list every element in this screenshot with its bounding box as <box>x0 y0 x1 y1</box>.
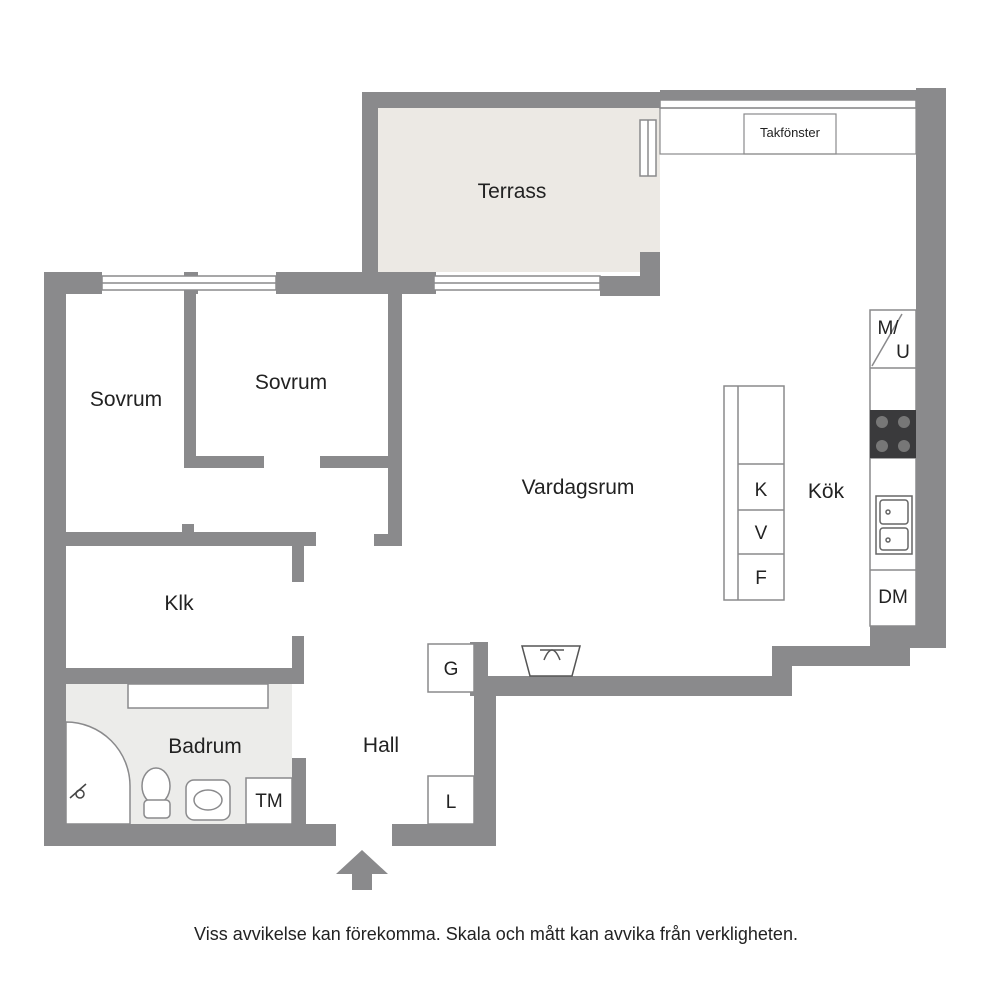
wardrobe-g-box <box>427 643 475 693</box>
shower-icon <box>69 783 87 799</box>
wardrobe-l-label: L <box>446 792 457 813</box>
closet-label: Klk <box>164 592 194 615</box>
terrace-label: Terrass <box>478 180 547 203</box>
sink-icon <box>875 495 913 555</box>
bathroom-label: Badrum <box>168 735 242 758</box>
microwave-label-top: M/ <box>877 318 899 339</box>
kitchen-label: Kök <box>808 480 845 503</box>
fireplace-icon <box>521 645 581 677</box>
stove-icon <box>870 410 916 458</box>
interior-walls <box>66 294 402 846</box>
bathroom-fixtures <box>65 683 269 825</box>
bedroom-right-label: Sovrum <box>255 371 327 394</box>
fridge-label: K <box>755 480 768 501</box>
dishwasher-label: DM <box>878 587 908 608</box>
disclaimer-text: Viss avvikelse kan förekomma. Skala och … <box>194 924 798 944</box>
living-room-label: Vardagsrum <box>522 476 635 499</box>
kitchen-island <box>723 385 785 601</box>
skylight-label: Takfönster <box>760 125 821 140</box>
freezer-label: V <box>755 523 768 544</box>
skylight <box>659 107 917 155</box>
terrace-floor <box>378 108 660 272</box>
windows <box>101 99 917 291</box>
bedroom-left-label: Sovrum <box>90 388 162 411</box>
freezer2-label: F <box>755 568 767 589</box>
wardrobe-l-box <box>427 775 475 825</box>
entrance-arrow-icon <box>336 850 388 890</box>
hall-label: Hall <box>363 734 399 757</box>
wardrobe-g-label: G <box>444 659 459 680</box>
washer-label: TM <box>255 791 282 812</box>
washer-box <box>245 777 293 825</box>
microwave-label-bottom: U <box>896 342 910 363</box>
